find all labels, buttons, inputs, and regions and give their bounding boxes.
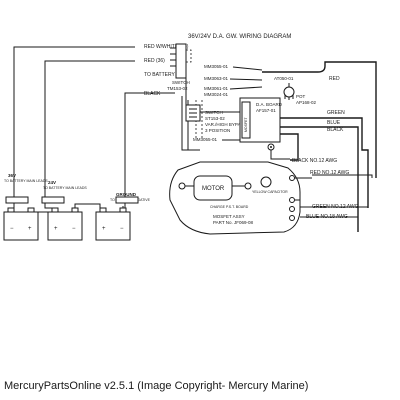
battery-2-plus: +: [54, 226, 58, 232]
battery-1: [3, 211, 39, 241]
label-blue-right: BLUE: [327, 120, 341, 126]
battery-3: [95, 211, 131, 241]
wire-green-right: [280, 117, 369, 208]
label-black: BLACK: [144, 91, 161, 97]
label-switch-top-part: TM153-02: [167, 86, 188, 91]
battery-2: [47, 211, 83, 241]
label-switch-mid-pos: 3 POSITION: [205, 128, 230, 133]
label-mosfet: MOSFET ASSY: [213, 214, 245, 219]
battery-3-minus: −: [120, 226, 124, 232]
label-motor: MOTOR: [202, 186, 225, 192]
label-pot: POT: [296, 94, 306, 99]
terminal-2: [289, 197, 295, 203]
label-at050: AT050-01: [274, 76, 294, 81]
label-36v-note: TO BATTERY MAIN LEADS: [4, 179, 48, 183]
label-mm3024: MM3024-01: [204, 92, 229, 97]
label-mm3061: MM3061-01: [204, 86, 229, 91]
label-ground: GROUND: [116, 192, 137, 197]
label-capacitor: YELLOW CAPACITOR: [252, 190, 288, 194]
label-36v: 36V: [8, 173, 16, 178]
wire-red-right: [262, 61, 377, 178]
label-switch-mid-desc: VAR./HIGH BYPASS: [205, 122, 247, 127]
label-switch-mid-part: ST153-02: [205, 116, 225, 121]
wire-red-white-24: [13, 46, 135, 203]
label-charge-note: CHARGE P.S.T. BOARD: [210, 205, 249, 209]
diagram-title: 36V/24V D.A. GW. WIRING DIAGRAM: [188, 34, 291, 40]
wire-blue-right: [280, 126, 359, 232]
label-green-12: GREEN NO.12 AWG: [312, 204, 359, 210]
terminal-1: [289, 175, 295, 181]
label-board-side: MOSFET: [244, 117, 248, 132]
label-red-white-24: RED W/WHITE (24): [144, 44, 189, 50]
motor: [193, 175, 233, 201]
terminal-3: [289, 206, 295, 212]
wiring-diagram: 36V/24V D.A. GW. WIRING DIAGRAM RED W/WH…: [3, 34, 377, 241]
label-black-12: BLACK NO.12 AWG: [292, 158, 337, 164]
label-switch-top: SWITCH: [172, 80, 190, 85]
label-green-right: GREEN: [327, 110, 345, 116]
battery-2-minus: −: [72, 226, 76, 232]
label-mm3055-lower: MM3055-01: [193, 137, 218, 142]
label-blue-18: BLUE NO.18 AWG: [306, 214, 348, 220]
wire-black-right: [280, 133, 299, 161]
wire-black-ground: [124, 92, 175, 203]
switch-tm153: [175, 43, 187, 79]
label-black-right: BLACK: [327, 127, 344, 133]
wire-red-36: [44, 60, 135, 203]
label-mm3063: MM3063-01: [204, 76, 229, 81]
label-da-board-part: AF157-01: [256, 108, 276, 113]
battery-3-plus: +: [102, 226, 106, 232]
image-caption: MercuryPartsOnline v2.5.1 (Image Copyrig…: [4, 380, 309, 392]
battery-1-plus: +: [28, 226, 32, 232]
label-red-right: RED: [329, 76, 340, 82]
label-24v: 24V: [48, 180, 56, 185]
terminal-4: [289, 215, 295, 221]
label-24v-note: TO BATTERY MAIN LEADS: [43, 186, 87, 190]
label-to-battery: TO BATTERY: [144, 72, 176, 78]
label-switch-mid: SWITCH: [205, 110, 223, 115]
label-da-board: D.A. BOARD: [256, 102, 283, 107]
label-mosfet-part: PART No. JF069-08: [213, 220, 254, 225]
label-pot-part: AP168-02: [296, 100, 317, 105]
label-red-12: RED NO.12 AWG: [310, 170, 349, 176]
capacitor: [260, 176, 272, 188]
label-mm3055: MM3055-01: [204, 64, 229, 69]
battery-1-minus: −: [10, 226, 14, 232]
label-red-36: RED (36): [144, 58, 165, 64]
